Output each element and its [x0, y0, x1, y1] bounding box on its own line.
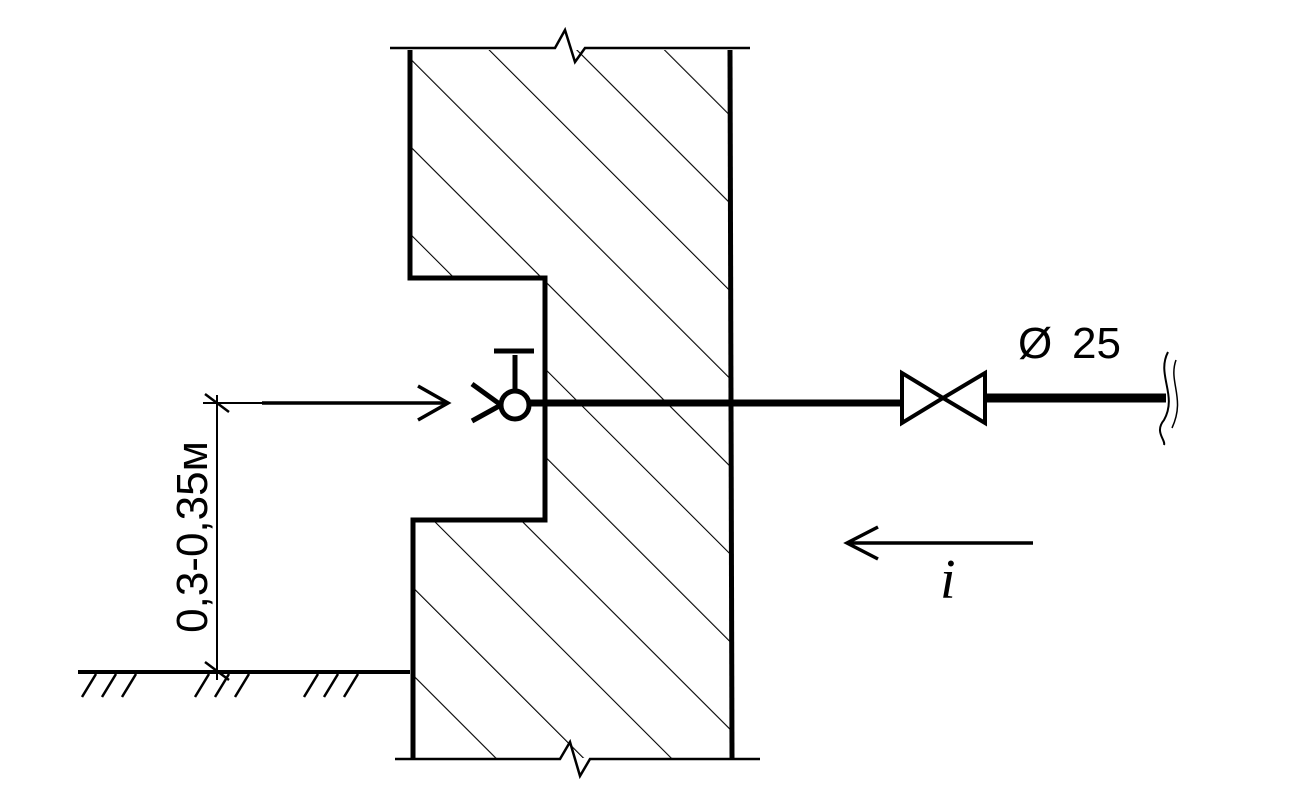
diameter-symbol: Ø [1018, 319, 1052, 368]
pipe-diameter-label: Ø 25 [1018, 319, 1121, 368]
slope-label: i [940, 549, 956, 611]
pipe [528, 351, 1179, 446]
wall-outline [407, 50, 548, 758]
watering-tap-icon [470, 348, 534, 424]
height-dimension-label: 0,3-0,35м [168, 441, 217, 633]
pipe-break-icon [1171, 359, 1179, 429]
tap-pointer-arrow [262, 384, 452, 422]
pipe-break-icon [1159, 351, 1170, 446]
dimension-tick [204, 393, 230, 413]
break-line-icon [390, 26, 750, 65]
slope-indicator: i [843, 525, 1033, 611]
diameter-value: 25 [1072, 319, 1121, 368]
gate-valve-icon [900, 369, 987, 427]
slope-arrow-head [843, 525, 879, 561]
height-dimension: 0,3-0,35м [168, 393, 262, 681]
break-line-icon [395, 738, 760, 780]
ground-hatch-icon [78, 670, 410, 698]
